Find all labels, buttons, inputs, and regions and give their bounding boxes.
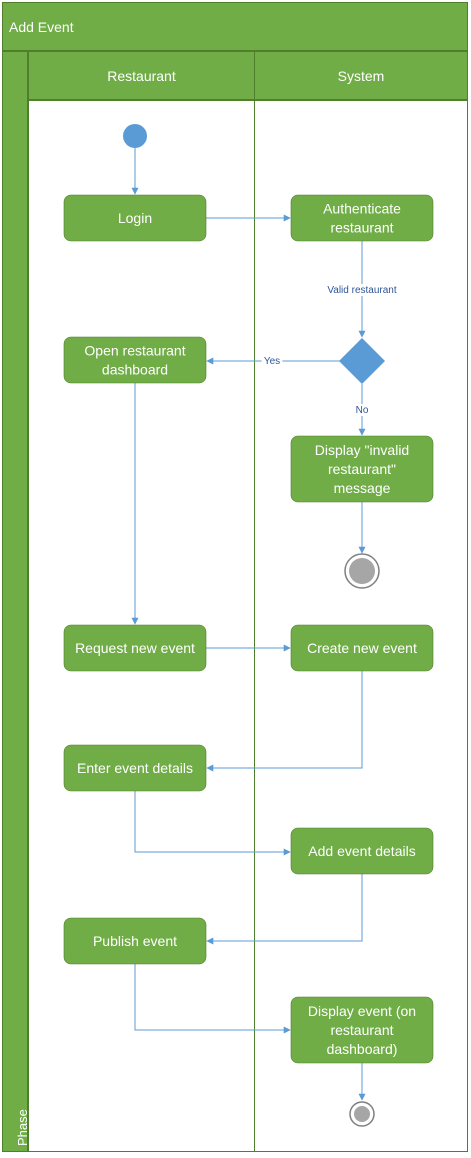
- node-authenticate-restaurant-label-1: restaurant: [330, 220, 393, 236]
- edge-label-valid-restaurant: Valid restaurant: [327, 285, 397, 296]
- node-display-invalid-message: Display "invalid restaurant" message: [290, 435, 434, 503]
- node-enter-event-details-label-0: Enter event details: [77, 760, 193, 776]
- node-publish-event-label-0: Publish event: [93, 933, 177, 949]
- node-display-event-on-dashboard-label-2: dashboard): [327, 1041, 398, 1057]
- edge-label-no: No: [356, 405, 369, 416]
- node-authenticate-restaurant-label-0: Authenticate: [323, 201, 401, 217]
- final-node-end: [349, 1101, 375, 1127]
- final-node-invalid: [344, 553, 380, 589]
- edge-label-yes: Yes: [264, 356, 280, 367]
- node-login: Login: [63, 194, 207, 242]
- edge-create-enter: [206, 671, 363, 772]
- node-enter-event-details: Enter event details: [63, 744, 207, 792]
- node-authenticate-restaurant: Authenticate restaurant: [290, 194, 434, 242]
- edge-enter-add: [134, 791, 291, 856]
- decision-node: [339, 338, 385, 384]
- node-add-event-details: Add event details: [290, 827, 434, 875]
- edge-publish-display: [134, 964, 291, 1034]
- node-display-event-on-dashboard-label-0: Display event (on: [308, 1003, 416, 1019]
- node-create-new-event: Create new event: [290, 624, 434, 672]
- node-request-new-event-label-0: Request new event: [75, 640, 195, 656]
- node-publish-event: Publish event: [63, 917, 207, 965]
- node-display-invalid-message-label-2: message: [334, 480, 391, 496]
- lane-header-system: System: [254, 51, 468, 100]
- node-display-invalid-message-label-1: restaurant": [328, 461, 396, 477]
- node-create-new-event-label-0: Create new event: [307, 640, 417, 656]
- initial-node: [123, 124, 147, 148]
- node-request-new-event: Request new event: [63, 624, 207, 672]
- node-open-restaurant-dashboard-label-0: Open restaurant: [84, 343, 185, 359]
- node-display-invalid-message-label-0: Display "invalid: [315, 442, 409, 458]
- diagram-title: Add Event: [2, 2, 468, 51]
- node-display-event-on-dashboard: Display event (on restaurant dashboard): [290, 996, 434, 1064]
- node-open-restaurant-dashboard-label-1: dashboard: [102, 362, 168, 378]
- lane-header-restaurant: Restaurant: [28, 51, 255, 100]
- phase-strip: [2, 51, 28, 1152]
- node-add-event-details-label-0: Add event details: [308, 843, 415, 859]
- node-open-restaurant-dashboard: Open restaurant dashboard: [63, 336, 207, 384]
- node-login-label-0: Login: [118, 210, 152, 226]
- node-display-event-on-dashboard-label-1: restaurant: [330, 1022, 393, 1038]
- edge-add-publish: [206, 874, 363, 945]
